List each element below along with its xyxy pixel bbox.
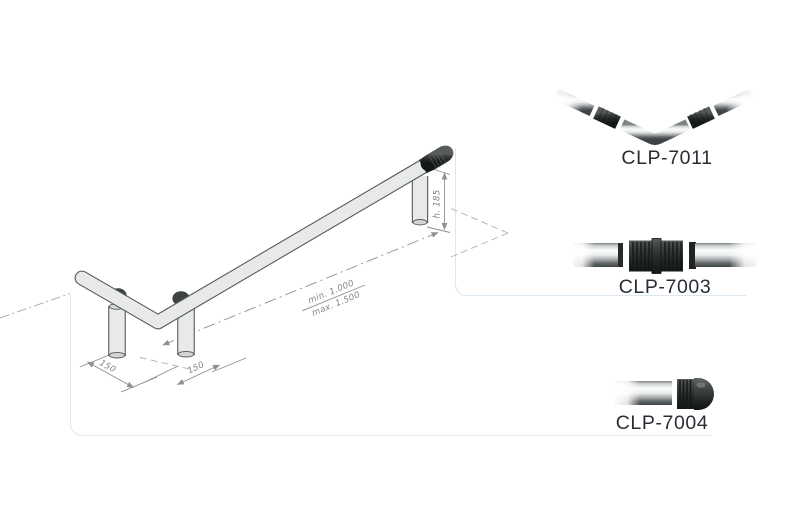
rail-end-fitting (418, 145, 453, 174)
callout-panel-top (455, 148, 746, 296)
product-label-clp-7003: CLP-7003 (618, 276, 712, 298)
product-label-clp-7011: CLP-7011 (621, 147, 713, 169)
corner-joint-image (548, 86, 760, 146)
dimension-labels: 150 150 min. 1.000 max. 1.500 h. 185 (98, 190, 443, 377)
post-left (108, 303, 126, 359)
dimension-lines (0, 169, 509, 393)
product-label-clp-7004: CLP-7004 (615, 412, 709, 434)
end-cap-image (612, 378, 714, 410)
dim-height: h. 185 (433, 190, 443, 219)
rail-tube (74, 145, 454, 330)
inline-joint-image (567, 238, 763, 274)
callout-panel-bottom (70, 295, 711, 436)
barrier-structure (74, 145, 454, 359)
post-right (411, 176, 429, 226)
dim-right-spacing: 150 (186, 360, 206, 376)
